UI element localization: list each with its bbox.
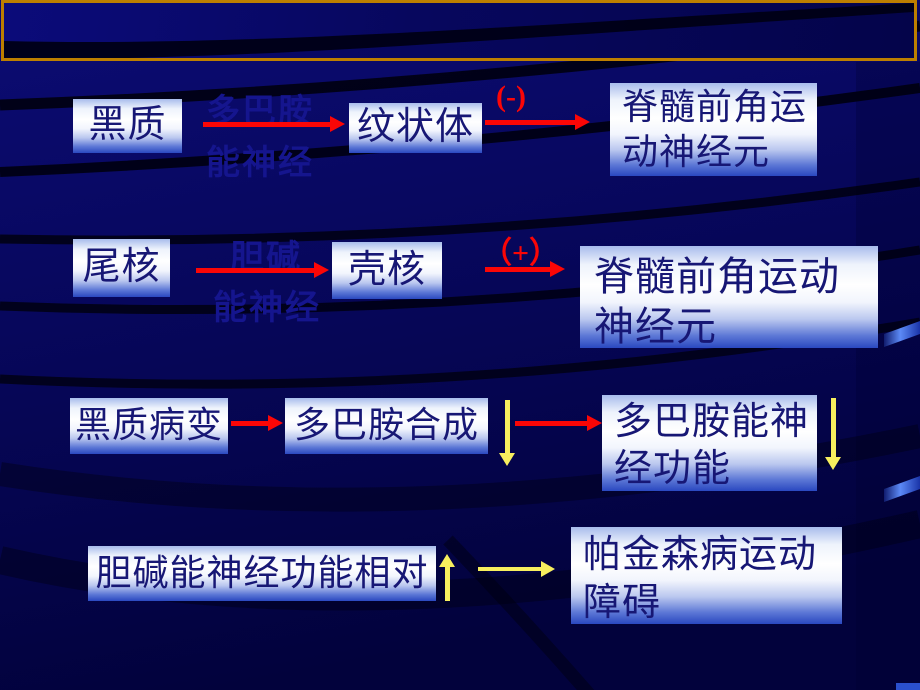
box-spinal-motor-neuron-1-line1: 脊髓前角运 [622,87,808,127]
box-striatum: 纹状体 [349,103,482,153]
arrow-striatum-to-motoneuron [485,114,590,130]
ribbon-accent-1 [884,321,920,347]
arrow-shaft [196,268,316,273]
box-parkinson-motor-disorder-line2: 障碍 [583,582,662,624]
arrow-head [541,561,555,577]
box-substantia-nigra: 黑质 [73,99,182,153]
box-cholinergic-function-relative: 胆碱能神经功能相对 [88,546,436,601]
arrow-caudate-to-putamen [196,262,329,278]
arrow-shaft [515,421,589,426]
sign-inhibition: (-) [496,80,526,113]
arrow-lesion-to-synthesis [231,415,283,431]
box-dopamine-synthesis-label: 多巴胺合成 [293,405,479,446]
box-dopaminergic-function-line1: 多巴胺能神 [614,401,810,443]
arrow-shaft [231,421,270,426]
box-substantia-nigra-label: 黑质 [88,104,167,147]
box-spinal-motor-neuron-2-line1: 脊髓前角运动 [594,254,840,299]
arrow-head [268,415,283,431]
arrow-shaft [485,267,552,272]
banner-swoosh [4,3,914,58]
arrow-head [439,554,455,567]
arrow-head [499,453,515,466]
arrow-head [550,261,565,277]
arrow-putamen-to-motoneuron [485,261,565,277]
box-spinal-motor-neuron-2: 脊髓前角运动 神经元 [580,246,878,349]
box-spinal-motor-neuron-2-line2: 神经元 [594,304,717,349]
arrow-head [314,262,329,278]
arrow-head [330,116,345,132]
box-nigral-lesion: 黑质病变 [70,398,228,454]
title-banner [1,0,917,61]
box-striatum-label: 纹状体 [356,106,474,149]
arrow-shaft [445,565,450,601]
label-dopaminergic-nerve-line2: 能神经 [206,145,314,182]
arrow-head [587,415,602,431]
arrow-synthesis-to-function [515,415,602,431]
box-caudate-nucleus-label: 尾核 [82,246,161,289]
arrow-head [575,114,590,130]
arrow-shaft [478,567,543,571]
arrow-decrease-function [825,398,842,470]
box-spinal-motor-neuron-1-line2: 动神经元 [622,132,771,172]
arrow-to-parkinson [478,561,555,577]
box-putamen-label: 壳核 [347,248,426,291]
arrow-shaft [505,400,510,455]
arrow-decrease-synthesis [499,400,516,466]
box-caudate-nucleus: 尾核 [73,239,170,297]
arrow-shaft [203,122,332,127]
box-cholinergic-function-relative-label: 胆碱能神经功能相对 [95,552,429,593]
arrow-head [825,457,841,470]
box-parkinson-motor-disorder: 帕金森病运动 障碍 [571,527,842,624]
box-nigral-lesion-label: 黑质病变 [74,405,223,446]
box-dopaminergic-function-line2: 经功能 [614,448,732,490]
box-dopaminergic-function: 多巴胺能神 经功能 [602,395,817,491]
box-dopamine-synthesis: 多巴胺合成 [285,398,488,454]
label-cholinergic-nerve-line2: 能神经 [213,290,321,327]
box-putamen: 壳核 [332,242,442,299]
sign-excitation: （+） [482,237,560,270]
ribbon-accent-2 [884,476,920,502]
box-parkinson-motor-disorder-line1: 帕金森病运动 [583,534,818,576]
box-spinal-motor-neuron-1: 脊髓前角运 动神经元 [610,83,817,176]
arrow-increase-cholinergic [439,554,456,601]
arrow-nigra-to-striatum [203,116,345,132]
arrow-shaft [831,398,836,459]
arrow-shaft [485,120,577,125]
